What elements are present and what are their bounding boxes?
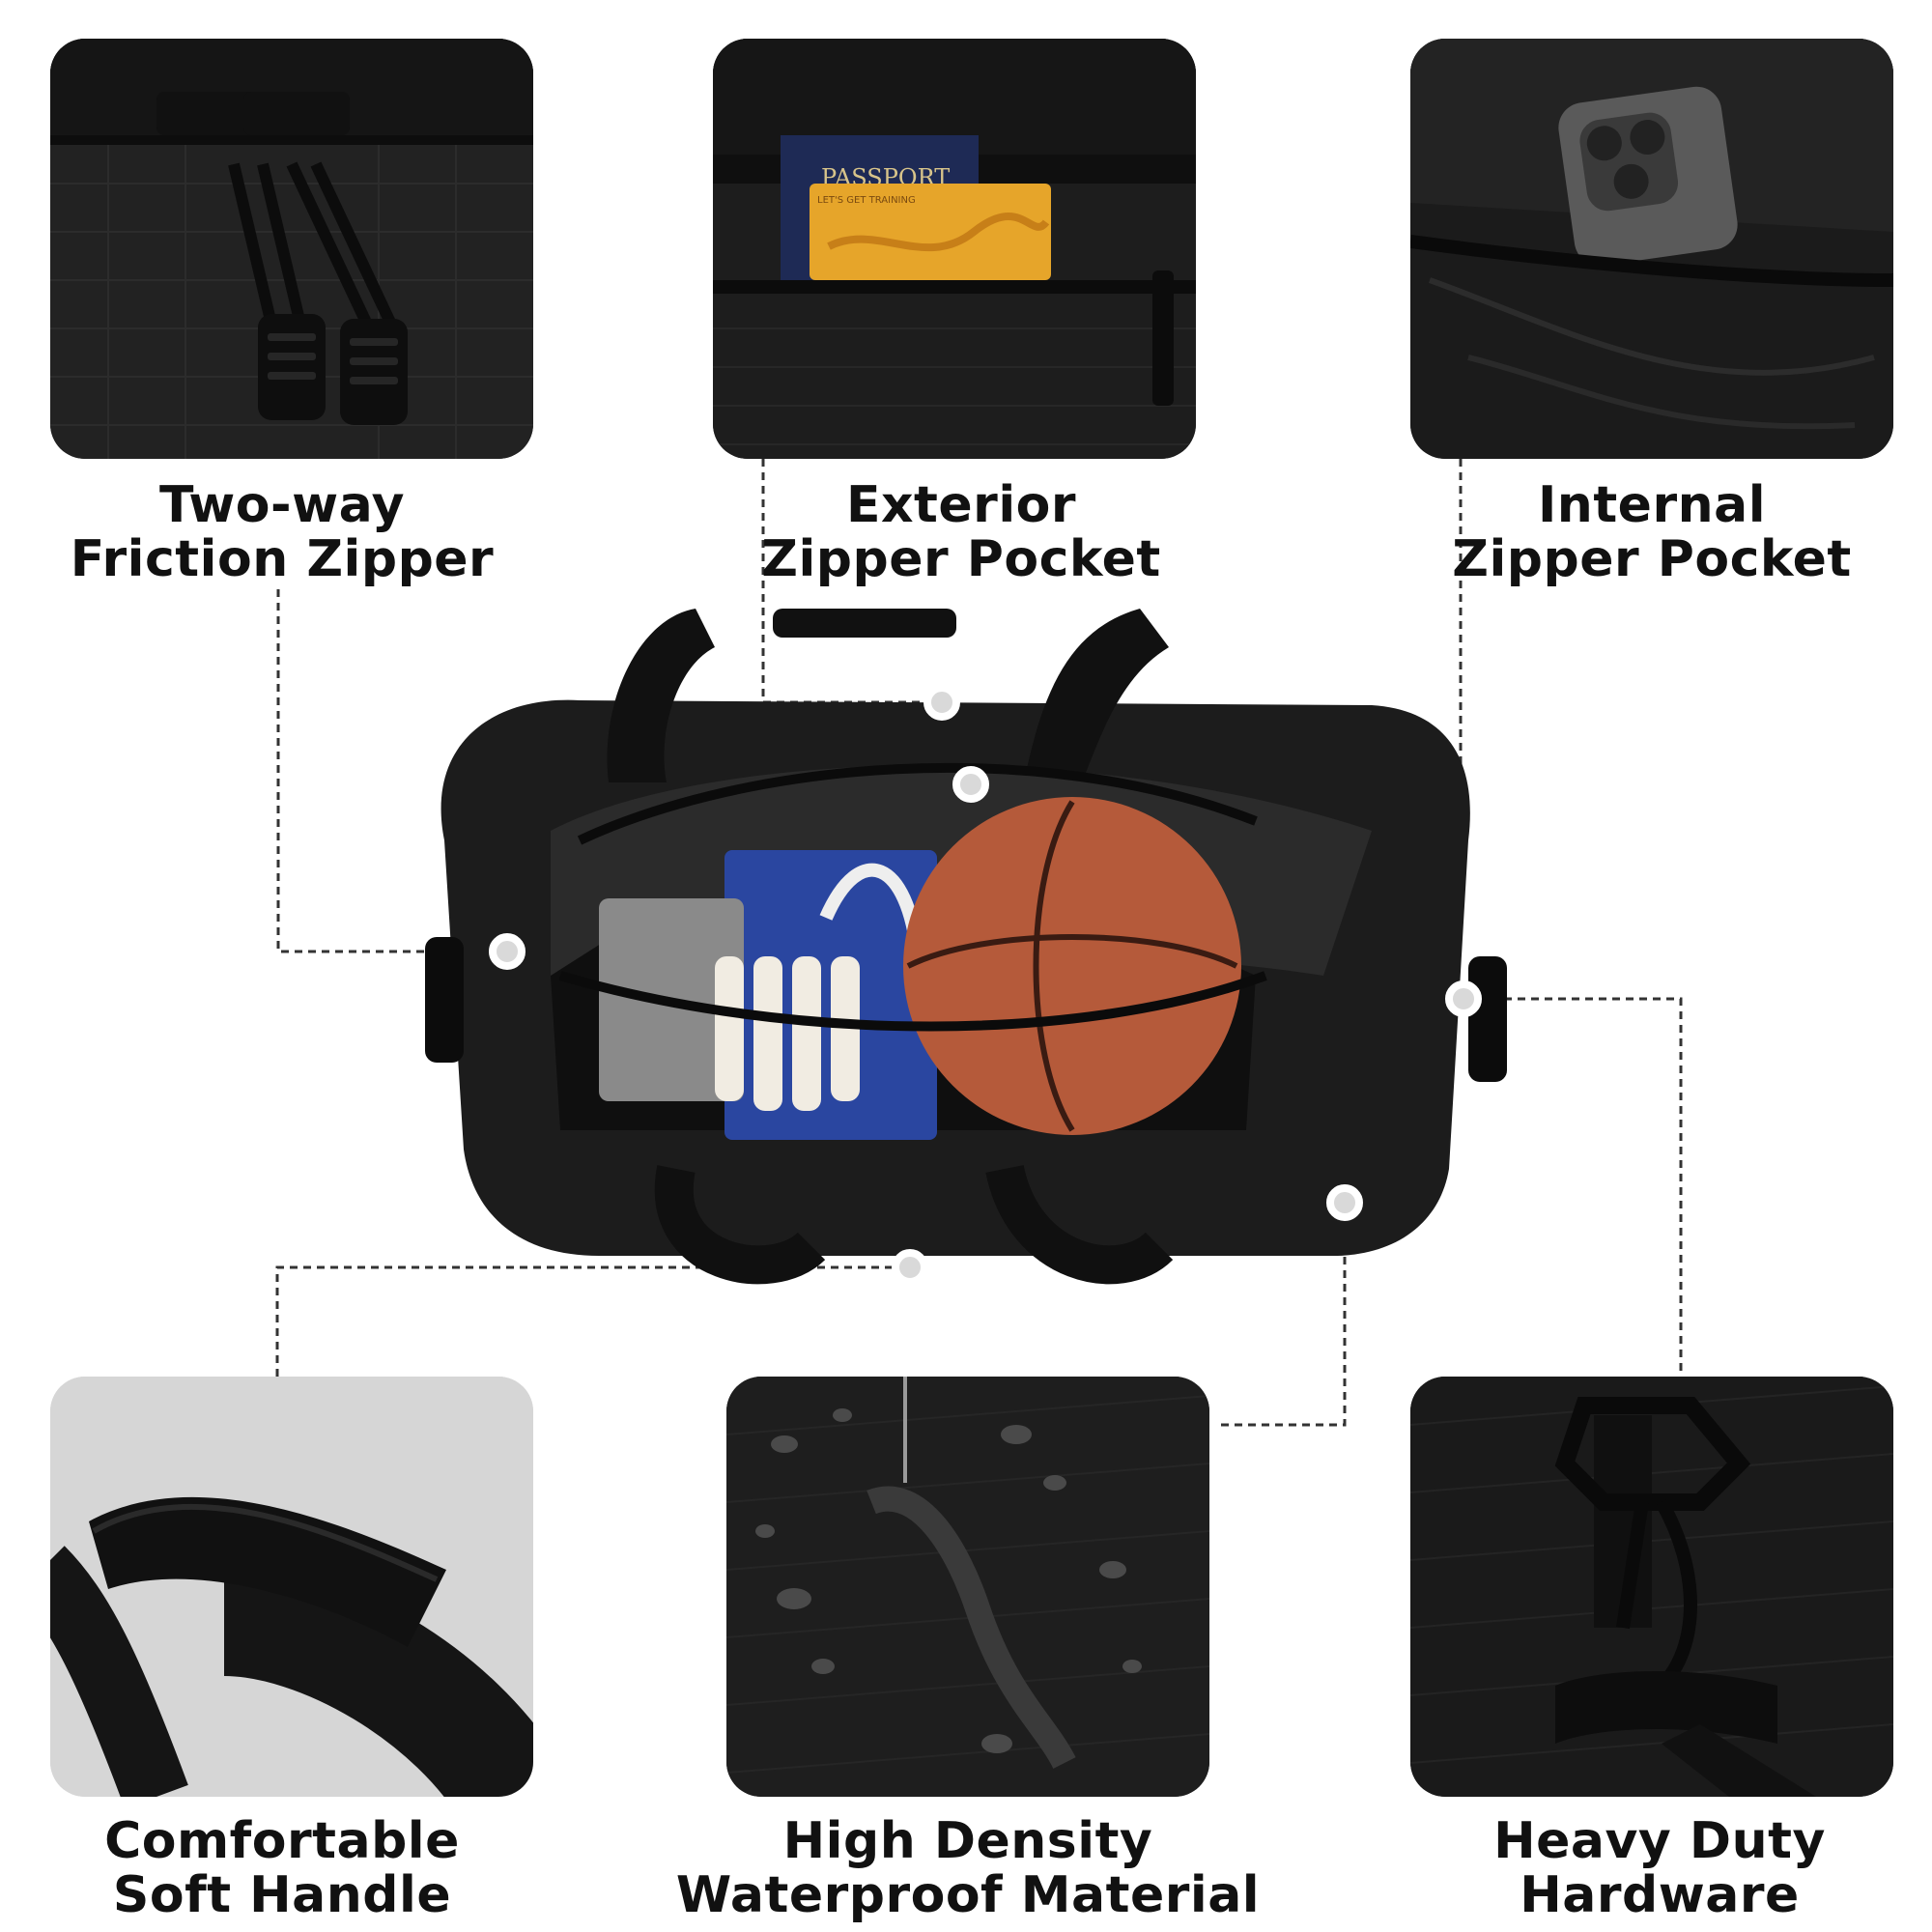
material-closeup-image xyxy=(726,1377,1209,1797)
handle-label-line1: Comfortable xyxy=(104,1812,460,1870)
material-label-line2: Waterproof Material xyxy=(675,1866,1261,1924)
handle-feature-label: Comfortable Soft Handle xyxy=(0,1814,591,1922)
material-closeup-panel xyxy=(726,1377,1209,1797)
material-feature-label: High Density Waterproof Material xyxy=(659,1814,1277,1922)
material-label-line1: High Density xyxy=(782,1812,1153,1870)
svg-text:LET'S GET TRAINING: LET'S GET TRAINING xyxy=(817,195,916,206)
internal-pocket-panel xyxy=(1410,39,1893,459)
exterior-pocket-panel: PASSPORT LET'S GET TRAINING xyxy=(713,39,1196,459)
internal-pocket-image xyxy=(1410,39,1893,459)
phone xyxy=(1558,86,1738,266)
zipper-label-line1: Two-way xyxy=(158,476,406,534)
handle-label-line2: Soft Handle xyxy=(112,1866,452,1924)
hardware-label-line1: Heavy Duty xyxy=(1493,1812,1826,1870)
exterior-pocket-label-line1: Exterior xyxy=(845,476,1077,534)
internal-pocket-label-line1: Internal xyxy=(1537,476,1767,534)
basketball xyxy=(903,797,1241,1135)
hardware-label-line2: Hardware xyxy=(1520,1866,1800,1924)
duffel-bag-main-image xyxy=(406,589,1517,1362)
exterior-pocket-feature-label: Exterior Zipper Pocket xyxy=(652,478,1270,586)
internal-pocket-label-line2: Zipper Pocket xyxy=(1452,530,1852,588)
exterior-pocket-label-line2: Zipper Pocket xyxy=(761,530,1161,588)
zipper-label-line2: Friction Zipper xyxy=(70,530,495,588)
handle-closeup-image xyxy=(50,1377,533,1797)
hardware-feature-label: Heavy Duty Hardware xyxy=(1350,1814,1932,1922)
handle-closeup-panel xyxy=(50,1377,533,1797)
exterior-pocket-image: PASSPORT LET'S GET TRAINING xyxy=(713,39,1196,459)
zipper-closeup-panel xyxy=(50,39,533,459)
hardware-closeup-panel xyxy=(1410,1377,1893,1797)
card xyxy=(810,184,1051,280)
internal-pocket-feature-label: Internal Zipper Pocket xyxy=(1343,478,1932,586)
hardware-closeup-image xyxy=(1410,1377,1893,1797)
zipper-feature-label: Two-way Friction Zipper xyxy=(0,478,591,586)
zipper-closeup-image xyxy=(50,39,533,459)
